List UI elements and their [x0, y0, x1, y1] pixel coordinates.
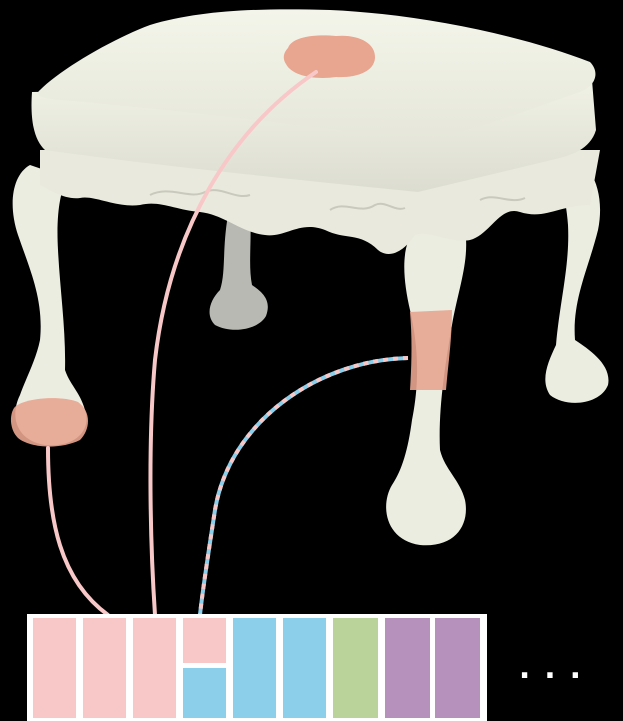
- strip-cell: [283, 618, 326, 718]
- strip-cell: [233, 618, 276, 718]
- strip-cell: [133, 618, 176, 718]
- strip-cell: [33, 618, 76, 718]
- strip-cell: [333, 618, 378, 718]
- strip-cell-bottom: [183, 668, 226, 718]
- strip-cell: [435, 618, 480, 718]
- strip-cell: [83, 618, 126, 718]
- strip-cell-top: [183, 618, 226, 663]
- front-right-leg-patch: [410, 310, 452, 390]
- strip-cell: [385, 618, 430, 718]
- seat-top-patch: [284, 35, 375, 78]
- strip-continuation: ...: [519, 651, 595, 686]
- front-left-foot-patch: [11, 398, 88, 446]
